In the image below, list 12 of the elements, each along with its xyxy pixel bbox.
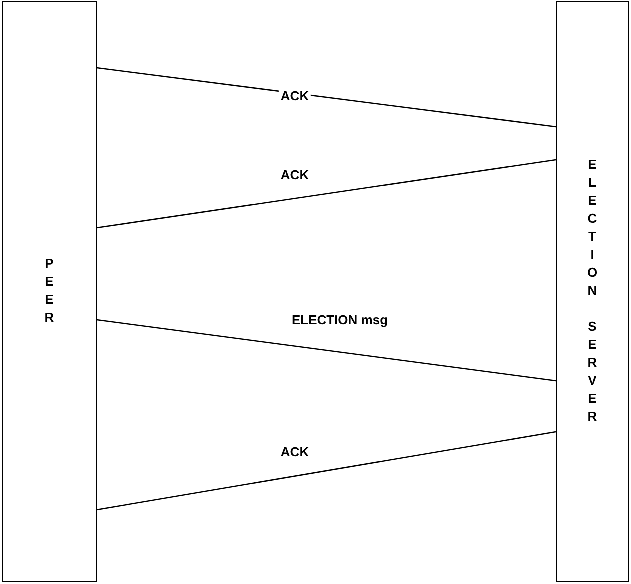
message-line (96, 159, 556, 229)
lifeline-name: PEER (43, 256, 56, 328)
message-line (96, 319, 556, 382)
edge-label: ACK (278, 88, 312, 104)
message-line (96, 67, 556, 128)
lifeline-box (2, 1, 97, 582)
lifeline-box (556, 1, 629, 582)
edge-label: ACK (278, 444, 312, 460)
edge-label: ACK (278, 168, 312, 182)
lifeline-name: ELECTION SERVER (586, 156, 599, 426)
edge-label: ELECTION msg (290, 312, 390, 328)
message-line (96, 431, 556, 511)
